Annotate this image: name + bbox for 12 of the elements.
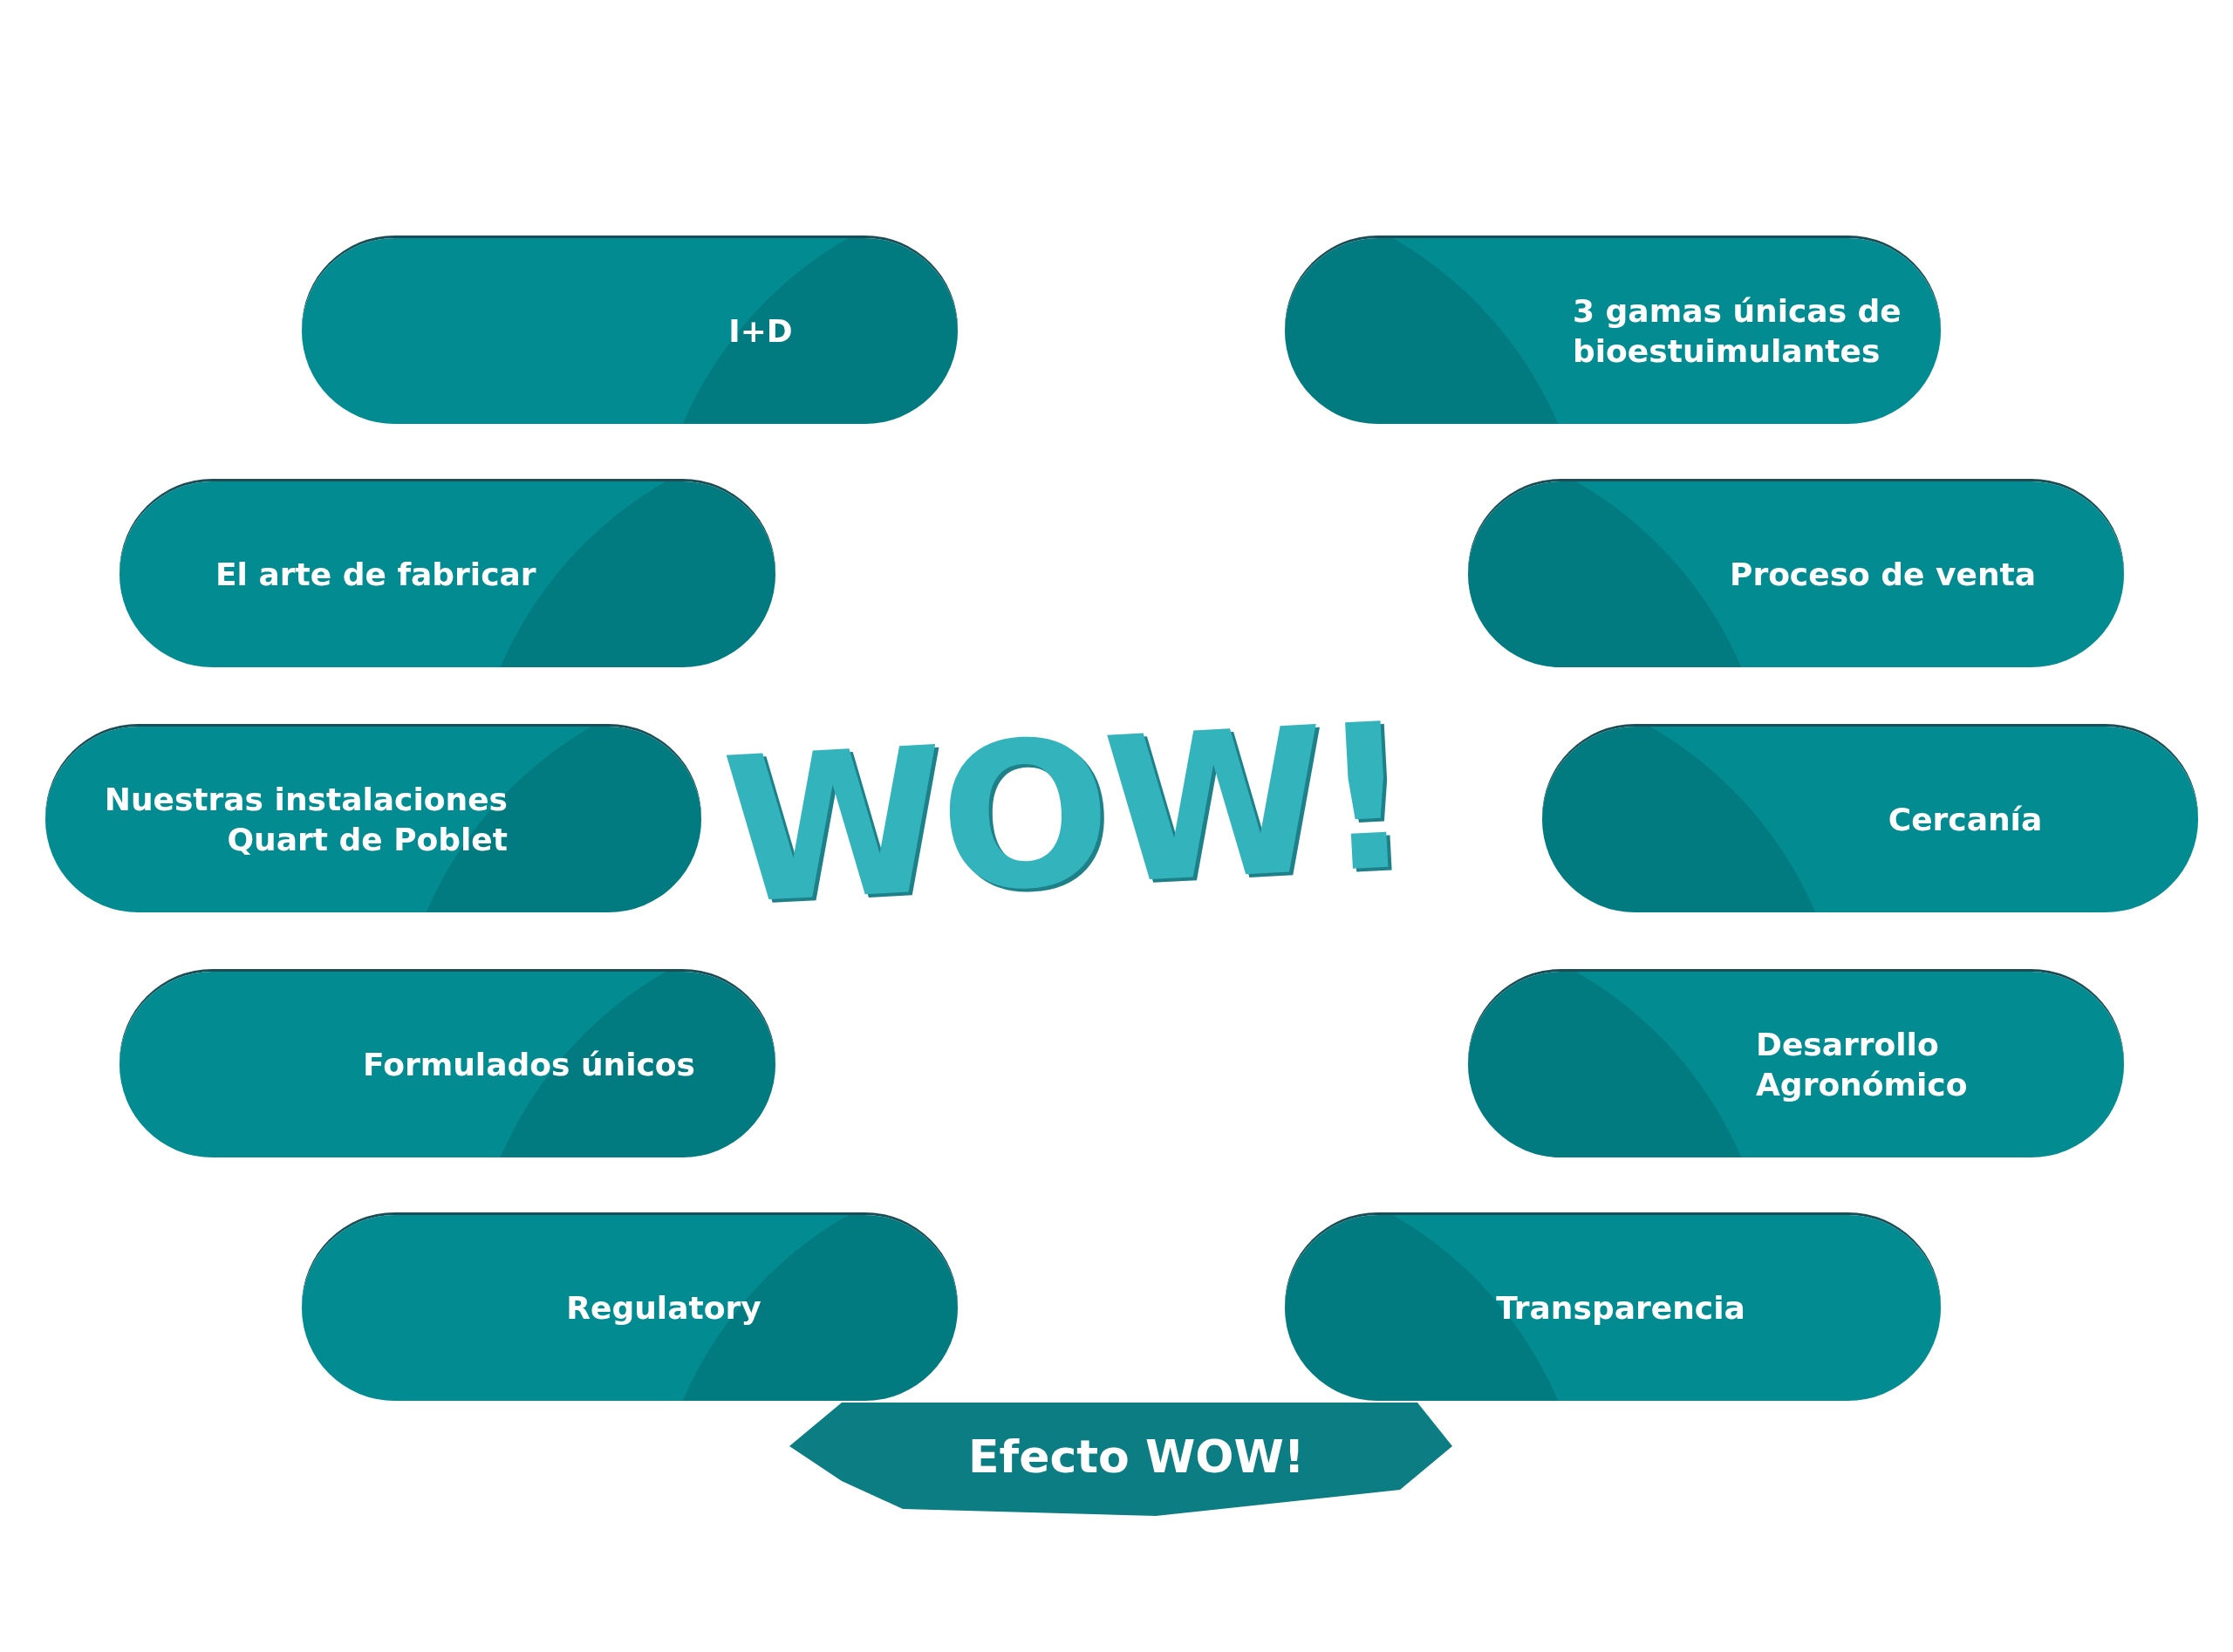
pill-text: Proceso de venta bbox=[1730, 555, 2038, 594]
brush-caption: Efecto WOW! bbox=[968, 1430, 1305, 1483]
pill-text: Desarrollo Agronómico bbox=[1756, 1025, 1969, 1104]
pill-text: Cercanía bbox=[1887, 800, 2044, 839]
pill-text: Formulados únicos bbox=[362, 1045, 695, 1084]
pill-text: 3 gamas únicas de bioestuimulantes bbox=[1573, 291, 1902, 371]
pill-text: Regulatory bbox=[565, 1288, 762, 1328]
pill-text: I+D bbox=[727, 311, 794, 351]
painted-heading: WOW! bbox=[718, 679, 1414, 949]
pill-text: El arte de fabricar bbox=[215, 555, 537, 594]
pill-text: Transparencia bbox=[1495, 1288, 1746, 1328]
pill-text: Nuestras instalaciones Quart de Poblet bbox=[103, 780, 508, 859]
